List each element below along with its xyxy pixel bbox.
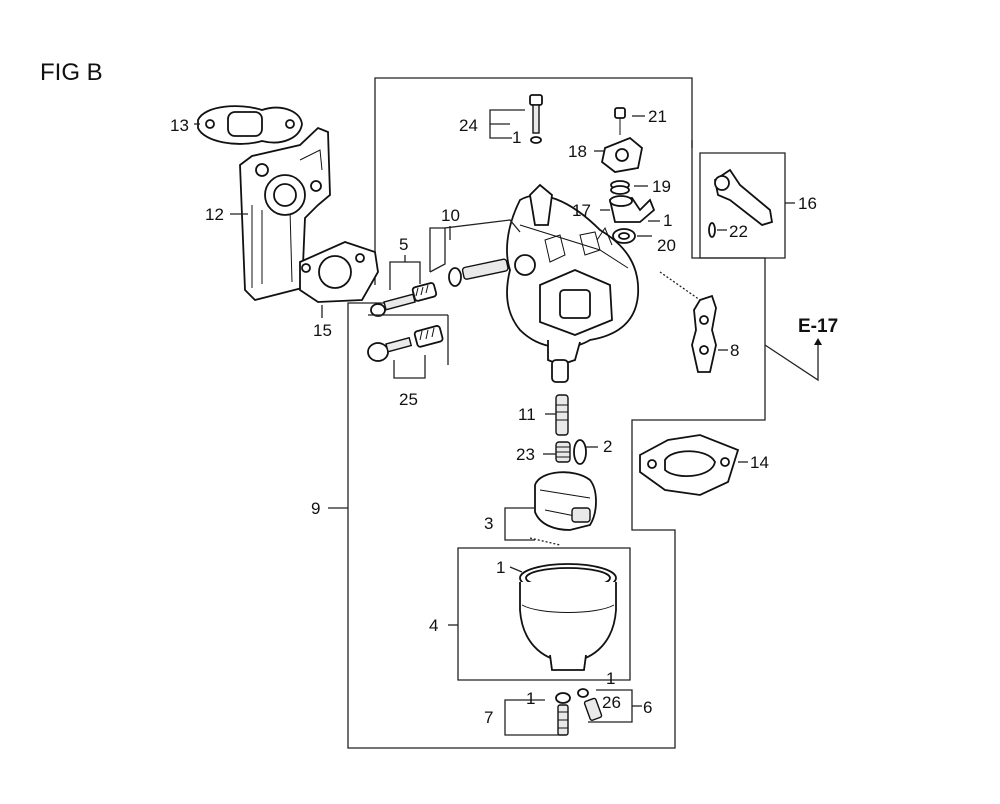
callout-5: 5 [399,235,408,254]
bracket-12 [239,126,331,301]
callout-4: 4 [429,616,438,635]
callout-1-top: 1 [512,128,521,147]
bolt-6 [577,688,642,723]
gasket-13 [197,105,303,145]
callout-20: 20 [657,236,676,255]
callout-2: 2 [603,437,612,456]
carburetor-body [506,183,639,383]
callout-19: 19 [652,177,671,196]
float-3 [504,471,597,546]
callout-6: 6 [643,698,652,717]
main-nozzle-11 [545,394,569,436]
callout-15: 15 [313,321,332,340]
callout-1-right: 1 [663,211,672,230]
float-chamber-4 [448,547,631,681]
float-valve-2 [573,439,598,465]
callout-18: 18 [568,142,587,161]
plate-18 [594,136,643,173]
callout-21: 21 [648,107,667,126]
callout-12: 12 [205,205,224,224]
callout-10: 10 [441,206,460,225]
leader-lines [194,123,660,318]
figure-title: FIG B [40,59,103,86]
callout-17: 17 [572,201,591,220]
callout-1-drain: 1 [526,689,535,708]
reference-label: E-17 [798,316,838,337]
callout-23: 23 [516,445,535,464]
jet-10 [429,219,521,287]
spring-19 [610,180,648,195]
callout-3: 3 [484,514,493,533]
pilot-screw-5 [370,255,438,317]
screw-21 [614,107,645,135]
callout-1-bowl: 1 [496,558,505,577]
callout-14: 14 [750,453,769,472]
callout-24: 24 [459,116,478,135]
callout-25: 25 [399,390,418,409]
callout-1-bolt: 1 [606,669,615,688]
screw-24 [489,94,543,144]
lever-8 [659,271,728,373]
callout-16: 16 [798,194,817,213]
callout-9: 9 [311,499,320,518]
callout-8: 8 [730,341,739,360]
oring-20 [612,228,652,244]
callout-7: 7 [484,708,493,727]
assembly-outline [328,77,766,749]
stop-screw-25 [367,314,449,379]
callout-22: 22 [729,222,748,241]
main-jet-23 [543,441,571,463]
callout-26: 26 [602,693,621,712]
piston-17 [600,195,656,223]
drain-screw-7 [504,692,571,736]
gasket-15 [299,241,379,303]
reference-pointer [764,338,822,382]
callout-13: 13 [170,116,189,135]
lever-group-16 [699,152,795,259]
callout-11: 11 [518,405,536,424]
gasket-14 [639,434,748,496]
